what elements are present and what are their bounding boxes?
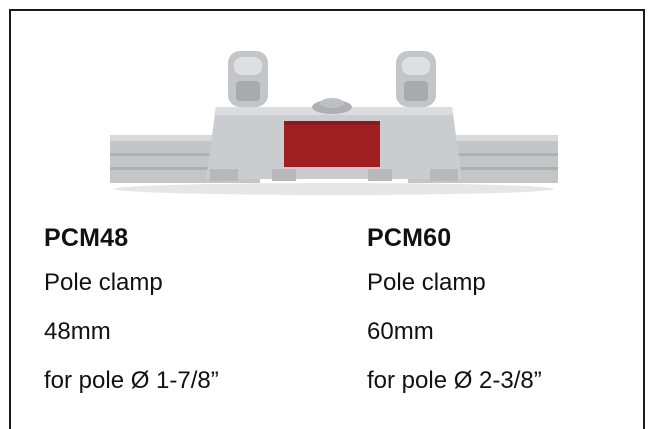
model-name: PCM48 [44,224,129,252]
pole-diameter: for pole Ø 2-3/8” [367,367,542,394]
product-card: PCM48 Pole clamp 48mm for pole Ø 1-7/8” … [9,9,645,429]
pole-diameter: for pole Ø 1-7/8” [44,367,219,394]
red-label [284,121,380,167]
product-type: Pole clamp [367,269,486,296]
product-type: Pole clamp [44,269,163,296]
product-pcm60: PCM60 Pole clamp 60mm for pole Ø 2-3/8” [367,211,542,416]
product-pcm48: PCM48 Pole clamp 48mm for pole Ø 1-7/8” [44,211,219,416]
clamp-size: 60mm [367,318,434,345]
shadow [114,183,554,195]
pole-clamp-image [110,51,558,195]
clamp-size: 48mm [44,318,111,345]
model-name: PCM60 [367,224,452,252]
